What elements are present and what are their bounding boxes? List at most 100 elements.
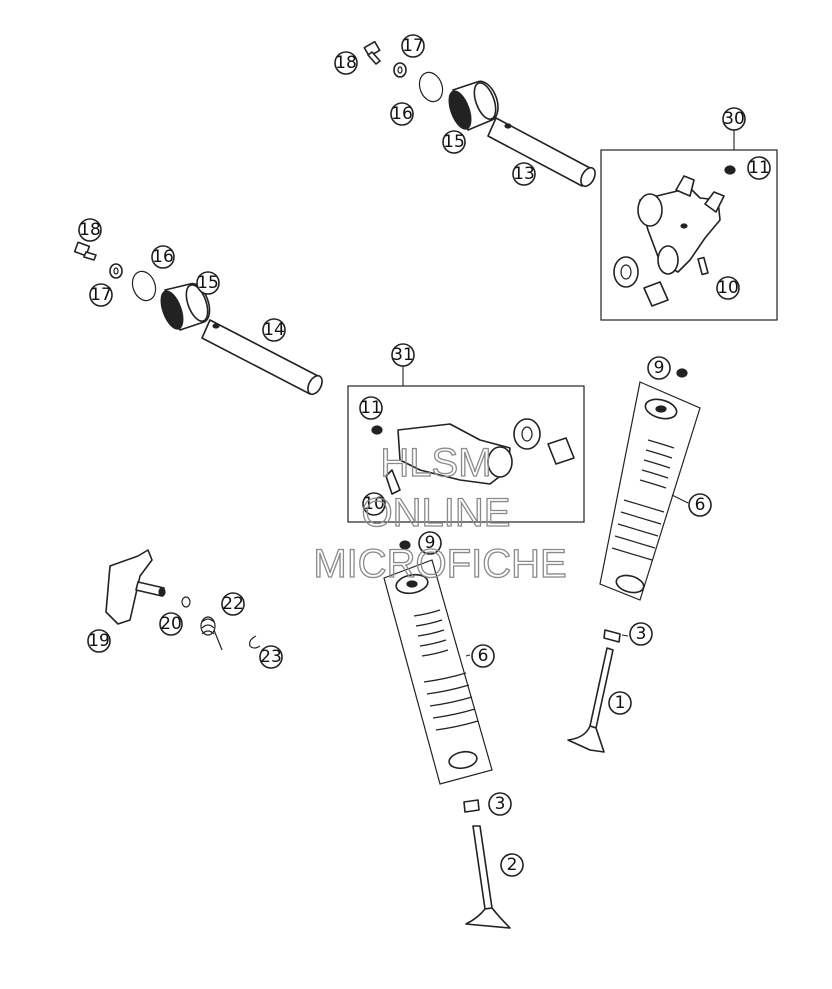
- callout-17-lower: 17: [89, 283, 113, 307]
- callout-10-assembly-31: 10: [362, 492, 386, 516]
- svg-text:15: 15: [197, 273, 219, 293]
- callout-11-assembly-30: 11: [747, 156, 771, 180]
- callout-18-upper: 18: [334, 51, 358, 75]
- washer-20: [181, 596, 191, 608]
- sleeve-15-upper: [448, 80, 499, 131]
- roller-assembly-31: [513, 418, 541, 450]
- callout-23: 23: [259, 645, 283, 669]
- lever-group: [105, 549, 261, 651]
- svg-text:17: 17: [90, 285, 112, 305]
- callout-22: 22: [221, 592, 245, 616]
- callout-3-right: 3: [629, 622, 653, 646]
- svg-text:16: 16: [391, 104, 413, 124]
- callout-13: 13: [512, 162, 536, 186]
- rocker-arm-assembly-31: [347, 364, 585, 523]
- bolt-18-lower: [73, 241, 97, 261]
- watermark-line-2: ONLINE: [362, 491, 511, 535]
- callout-11-assembly-31: 11: [359, 396, 383, 420]
- svg-text:30: 30: [723, 109, 745, 129]
- callout-16-upper: 16: [390, 102, 414, 126]
- rocker-shaft-13: [487, 117, 596, 188]
- nut-11-assembly-30: [724, 165, 736, 175]
- rocker-shaft-14: [201, 319, 323, 396]
- svg-text:11: 11: [360, 398, 382, 418]
- lever-19: [105, 549, 153, 625]
- callout-9-right: 9: [647, 356, 671, 380]
- pin-10-assembly-31: [385, 469, 401, 495]
- callout-30: 30: [722, 107, 746, 131]
- valve-stem-seal-3-right: [603, 629, 621, 643]
- svg-text:18: 18: [79, 220, 101, 240]
- callout-3-left: 3: [488, 792, 512, 816]
- callout-18-lower: 18: [78, 218, 102, 242]
- svg-text:11: 11: [748, 158, 770, 178]
- o-ring-16-lower: [131, 270, 157, 302]
- outer-spring-right: [611, 499, 665, 561]
- svg-text:15: 15: [443, 132, 465, 152]
- svg-text:3: 3: [636, 624, 647, 644]
- svg-text:6: 6: [695, 495, 706, 515]
- svg-text:9: 9: [654, 358, 665, 378]
- svg-text:3: 3: [495, 794, 506, 814]
- washer-17-upper: [393, 62, 407, 78]
- svg-text:13: 13: [513, 164, 535, 184]
- valve-stem-seal-3-left: [463, 799, 480, 813]
- sleeve-15-lower: [160, 282, 211, 331]
- svg-text:20: 20: [160, 614, 182, 634]
- callout-20: 20: [159, 612, 183, 636]
- inner-spring-left: [413, 609, 449, 657]
- callout-15-upper: 15: [442, 130, 466, 154]
- o-ring-16-upper: [418, 71, 444, 103]
- svg-text:6: 6: [478, 646, 489, 666]
- watermark-line-3: MICROFICHE: [313, 542, 566, 586]
- spring-22: [200, 616, 223, 651]
- callout-6-right: 6: [688, 493, 712, 517]
- bolt-18-upper: [363, 40, 381, 65]
- svg-text:10: 10: [717, 278, 739, 298]
- callout-17-upper: 17: [401, 34, 425, 58]
- callout-6-left: 6: [471, 644, 495, 668]
- clip-23: [249, 635, 261, 649]
- callout-14: 14: [262, 318, 286, 342]
- nut-11-assembly-31: [371, 425, 383, 435]
- callout-2: 2: [500, 853, 524, 877]
- valve-spring-group-left: [383, 540, 493, 785]
- svg-text:22: 22: [222, 594, 244, 614]
- upper-rocker-shaft-group: [363, 40, 596, 188]
- washer-17-lower: [109, 263, 123, 279]
- valve-1: [567, 629, 629, 753]
- svg-text:9: 9: [425, 533, 436, 553]
- outer-spring-left: [423, 672, 479, 731]
- rocker-arm-assembly-30: [600, 128, 778, 321]
- svg-text:14: 14: [263, 320, 285, 340]
- callout-19: 19: [87, 629, 111, 653]
- bushing-assembly-30: [643, 281, 669, 307]
- svg-text:31: 31: [392, 345, 414, 365]
- roller-assembly-30: [613, 256, 639, 288]
- callout-15-lower: 15: [196, 271, 220, 295]
- spring-seat-right: [615, 574, 645, 594]
- valve-cotter-9-left: [399, 540, 411, 550]
- watermark: HLSM ONLINE MICROFICHE: [313, 440, 568, 586]
- valve-spring-group-right: [599, 368, 701, 601]
- valve-cotter-9-right: [676, 368, 688, 378]
- inner-spring-right: [639, 439, 675, 489]
- lower-rocker-shaft-group: [73, 241, 323, 396]
- valve-2: [463, 799, 511, 929]
- callout-31: 31: [391, 343, 415, 367]
- svg-text:23: 23: [260, 647, 282, 667]
- svg-text:16: 16: [152, 247, 174, 267]
- svg-text:19: 19: [88, 631, 110, 651]
- svg-text:10: 10: [363, 494, 385, 514]
- pin-10-assembly-30: [697, 256, 709, 276]
- callout-1: 1: [608, 691, 632, 715]
- bushing-assembly-31: [547, 437, 575, 465]
- svg-text:17: 17: [402, 36, 424, 56]
- svg-text:2: 2: [507, 855, 518, 875]
- callout-10-assembly-30: 10: [716, 276, 740, 300]
- callout-16-lower: 16: [151, 245, 175, 269]
- spring-seat-left: [448, 750, 478, 770]
- watermark-line-1: HLSM: [380, 441, 491, 485]
- svg-text:1: 1: [615, 693, 626, 713]
